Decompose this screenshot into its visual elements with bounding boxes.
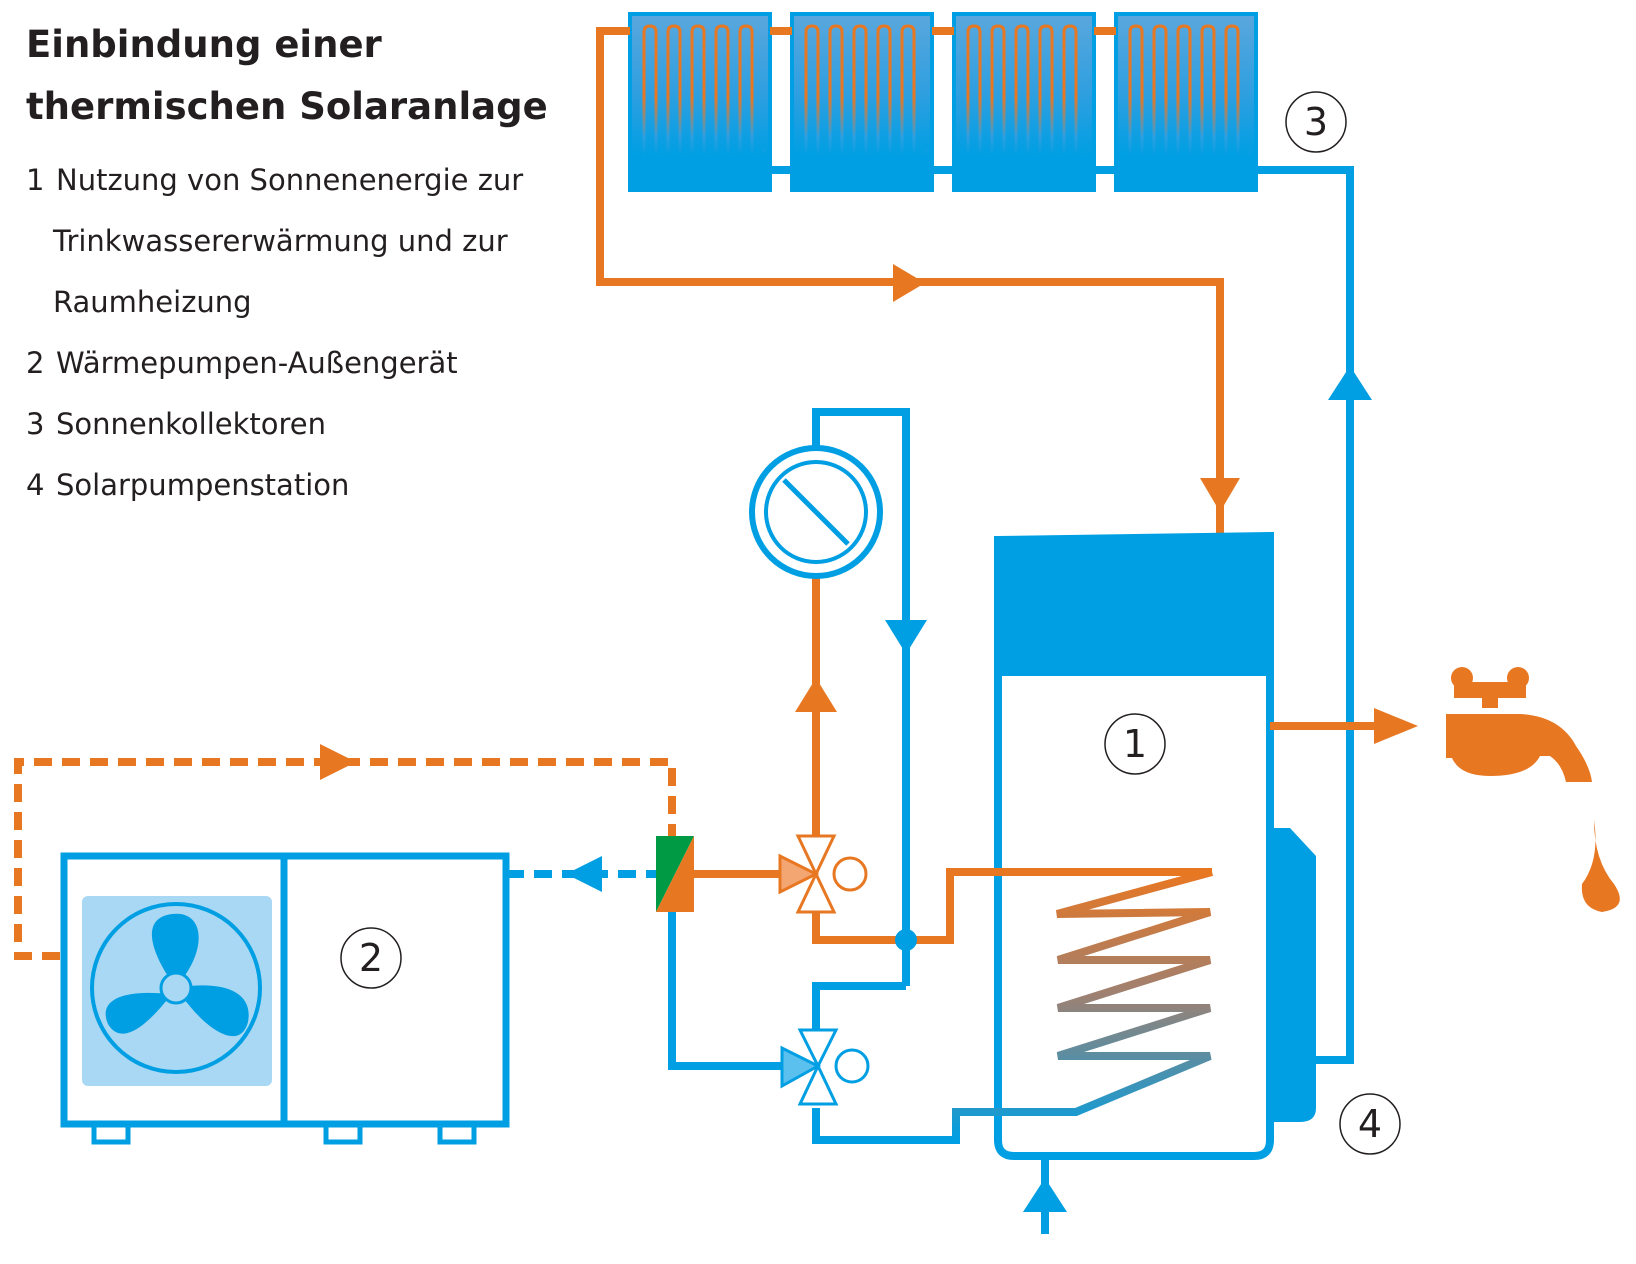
heat-pump-outdoor-unit xyxy=(60,852,510,1145)
flow-arrow-left xyxy=(566,856,602,892)
legend-number: 1 xyxy=(26,163,45,197)
flow-arrow-down xyxy=(885,620,927,654)
collector-panel xyxy=(790,12,934,192)
solar-cold-pipe xyxy=(770,166,1354,1064)
solar-collectors xyxy=(628,12,1258,192)
title-line-2: thermischen Solaranlage xyxy=(26,85,548,128)
pipe-junction xyxy=(895,929,917,951)
legend-text: Solarpumpenstation xyxy=(56,468,350,502)
storage-tank xyxy=(812,531,1316,1160)
legend-list: 1 Nutzung von Sonnenenergie zur Trinkwass… xyxy=(26,150,586,516)
pump-icon xyxy=(749,445,883,579)
title-line-1: Einbindung einer xyxy=(26,23,382,66)
legend-item-2: 2 Wärmepumpen-Außengerät xyxy=(26,333,586,394)
diagram-title: Einbindung einer thermischen Solaranlage xyxy=(26,14,586,138)
fan-icon xyxy=(90,902,262,1074)
flow-arrow-down xyxy=(1200,478,1240,512)
callout-tank: 1 xyxy=(1104,713,1166,775)
water-drop-icon xyxy=(1581,820,1620,912)
legend-number: 2 xyxy=(26,346,45,380)
collector-tube xyxy=(966,24,1090,158)
flow-arrow-right xyxy=(1374,708,1418,744)
solar-heat-coil xyxy=(812,868,1214,1144)
plate-heat-exchanger-icon xyxy=(656,836,694,912)
legend-item-3: 3 Sonnenkollektoren xyxy=(26,394,586,455)
three-way-valve-icon xyxy=(780,1028,870,1106)
collector-tube xyxy=(642,24,766,158)
flow-arrow-up xyxy=(1023,1178,1067,1212)
callout-label: 3 xyxy=(1304,100,1328,144)
legend-text-cont: Raumheizung xyxy=(53,285,252,319)
three-way-valve-icon xyxy=(778,834,868,914)
callout-heat-pump: 2 xyxy=(340,927,402,989)
flow-arrow-right xyxy=(893,264,925,302)
flow-arrow-right xyxy=(320,744,356,780)
flow-arrow-up xyxy=(1328,366,1372,400)
callout-collectors: 3 xyxy=(1285,91,1347,153)
refrigerant-hot-line xyxy=(14,758,676,960)
collector-tube xyxy=(804,24,928,158)
collector-panel xyxy=(628,12,772,192)
legend-item-4: 4 Solarpumpenstation xyxy=(26,455,586,516)
legend-text: Sonnenkollektoren xyxy=(56,407,327,441)
collector-panel xyxy=(952,12,1096,192)
collector-tubes xyxy=(642,24,1252,158)
callout-pump-station: 4 xyxy=(1339,1093,1401,1155)
callout-label: 4 xyxy=(1358,1102,1382,1146)
legend-number: 4 xyxy=(26,468,45,502)
legend-text: Wärmepumpen-Außengerät xyxy=(56,346,458,380)
flow-arrow-up xyxy=(795,678,837,712)
legend-item-1: 1 Nutzung von Sonnenenergie zur Trinkwass… xyxy=(26,150,586,333)
solar-pump-station xyxy=(1270,828,1316,1122)
collector-panel xyxy=(1114,12,1258,192)
legend-number: 3 xyxy=(26,407,45,441)
callout-label: 1 xyxy=(1123,722,1147,766)
collector-tube xyxy=(1128,24,1252,158)
legend-text-cont: Trinkwassererwärmung und zur xyxy=(53,224,508,258)
callout-label: 2 xyxy=(359,936,383,980)
faucet-icon xyxy=(1446,667,1592,782)
legend-text: Nutzung von Sonnenenergie zur xyxy=(56,163,524,197)
